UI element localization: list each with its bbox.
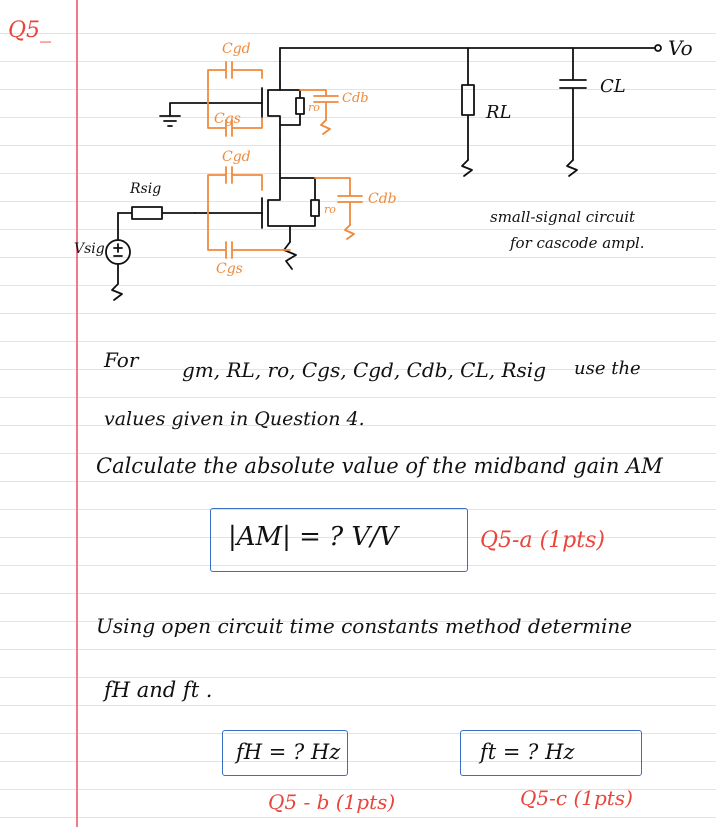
top-cgs <box>207 102 263 137</box>
source-resistor-label: Rsig <box>130 181 162 197</box>
fh-answer-box <box>222 730 348 776</box>
params-list: gm, RL, ro, Cgs, Cgd, Cdb, CL, Rsig <box>182 358 547 382</box>
bottom-cgs-label: Cgs <box>216 261 243 277</box>
load-cap-label: CL <box>600 76 626 97</box>
bottom-cgd-label: Cgd <box>222 149 251 165</box>
load-capacitor <box>559 47 587 161</box>
top-ro <box>279 89 305 126</box>
bottom-ro-label: ro <box>324 203 336 216</box>
using-line: Using open circuit time constants method… <box>96 614 633 638</box>
top-gate-ground <box>159 115 181 127</box>
load-resistor-label: RL <box>486 102 512 123</box>
top-transistor <box>261 84 281 141</box>
load-resistor <box>461 47 475 161</box>
calc-line: Calculate the absolute value of the midb… <box>96 454 663 478</box>
bottom-cdb-label: Cdb <box>368 191 397 207</box>
for-word: For <box>104 348 139 372</box>
q5b-label: Q5 - b (1pts) <box>268 790 396 814</box>
source-resistor <box>117 206 196 220</box>
top-cdb <box>299 89 339 121</box>
circuit-caption-line2: for cascode ampl. <box>510 234 645 252</box>
bottom-ro <box>279 177 320 227</box>
top-cdb-label: Cdb <box>342 91 369 106</box>
top-cgs-label: Cgs <box>214 111 241 127</box>
q5c-label: Q5-c (1pts) <box>520 786 633 810</box>
bottom-cgd <box>207 166 263 214</box>
q5a-label: Q5-a (1pts) <box>480 528 605 553</box>
bottom-cgs <box>207 212 291 259</box>
fh-ft-line: fH and ft . <box>104 678 213 702</box>
use-the: use the <box>574 358 641 379</box>
circuit-caption-line1: small-signal circuit <box>490 208 636 226</box>
output-node <box>654 44 662 52</box>
values-line: values given in Question 4. <box>104 408 365 430</box>
ft-answer-box <box>460 730 642 776</box>
ft-box-text: ft = ? Hz <box>480 740 575 764</box>
margin-line <box>76 0 78 827</box>
gain-answer-box <box>210 508 468 572</box>
top-cgd-label: Cgd <box>222 41 251 57</box>
cascode-circuit-diagram <box>105 44 662 301</box>
question-id: Q5_ <box>8 18 52 43</box>
source-label: Vsig <box>74 241 105 257</box>
bottom-ground <box>283 241 297 270</box>
output-label: Vo <box>668 36 693 60</box>
bottom-cdb <box>314 177 363 226</box>
top-cgd <box>207 61 263 104</box>
gain-box-text: |AM| = ? V/V <box>228 522 398 552</box>
top-ro-label: ro <box>308 101 320 114</box>
bottom-transistor <box>261 174 291 243</box>
fh-box-text: fH = ? Hz <box>236 740 341 764</box>
